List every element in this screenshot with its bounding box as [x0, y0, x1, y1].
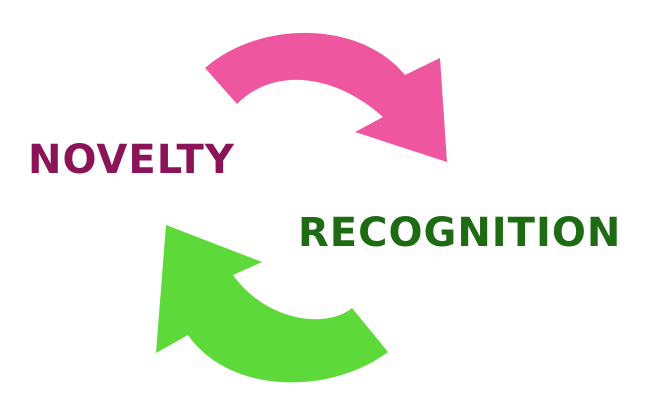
- top-arrow-icon: [205, 32, 447, 162]
- bottom-arrow-icon: [156, 225, 388, 383]
- recognition-label: RECOGNITION: [298, 210, 622, 256]
- novelty-label: NOVELTY: [28, 137, 235, 183]
